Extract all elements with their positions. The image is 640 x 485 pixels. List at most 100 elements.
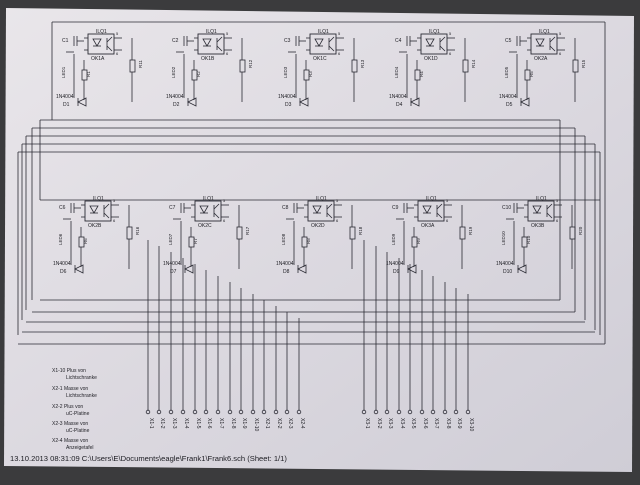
diode-label: D1 [63,102,70,108]
legend-line-5a: X2-4 Masse von [52,438,88,444]
pin-number: 5 [556,198,559,203]
led-label: LED6 [58,233,63,245]
connector-label: X3-6 [422,418,428,429]
optocoupler-part-label: OK2A [534,56,548,62]
ic-label: ILQ1 [426,196,437,202]
legend-line-3a: X2-2 Plus von [52,404,83,410]
diode-part-label: 1N4004 [386,261,404,267]
optocoupler-led-symbol [202,38,212,47]
optocoupler-body [194,200,222,222]
connector-label: X1-8 [230,418,236,429]
resistor-body [569,226,576,240]
diode-symbol [407,264,417,274]
resistor-label: R18 [358,226,363,235]
connector-pin [296,409,302,415]
connector-label: X3-4 [399,418,405,429]
capacitor-label: C9 [392,205,399,211]
transistor-emitter [439,45,446,52]
diode-symbol [297,264,307,274]
ic-label: ILQ1 [539,29,550,35]
resistor-body [78,236,85,248]
diode-part-label: 1N4004 [278,94,296,100]
diode-part-label: 1N4004 [499,94,517,100]
resistor-label: R20 [578,226,583,235]
connector-label: X1-1 [148,418,154,429]
connector-pin [373,409,379,415]
pin-number: 5 [113,198,116,203]
connector-label: X1-5 [195,418,201,429]
resistor-body [191,69,198,81]
led-label: LED1 [61,66,66,78]
legend-line-4b: uC-Platine [66,428,90,434]
resistor-label: R13 [360,59,365,68]
legend-block: X1-10 Plus von Lichtschranke X2-1 Masse … [52,368,97,451]
resistor-label: R6 [83,238,88,244]
legend-line-2a: X2-1 Masse von [52,386,88,392]
pin-number: 5 [446,198,449,203]
connector-pin [180,409,186,415]
optocoupler-body [197,33,225,55]
transistor-collector [103,203,110,210]
connector-pin [168,409,174,415]
optocoupler-body [527,200,555,222]
transistor-emitter [213,212,220,219]
connector-label: X3-8 [445,418,451,429]
resistor-label: R8 [306,238,311,244]
connector-label: X3-7 [433,418,439,429]
diode-symbol [517,264,527,274]
sheet-footer: 13.10.2013 08:31:09 C:\Users\E\Documents… [10,454,287,463]
pin-number: 6 [226,51,229,56]
legend-line-2b: Lichtschranke [66,393,97,399]
connector-label: X1-7 [218,418,224,429]
resistor-label: R9 [416,238,421,244]
connector-pin [192,409,198,415]
resistor-body [524,69,531,81]
transistor-collector [436,203,443,210]
resistor-body [81,69,88,81]
diode-label: D5 [506,102,513,108]
optocoupler-led-symbol [535,38,545,47]
pin-number: 6 [336,218,339,223]
connector-pin [384,409,390,415]
pin-number: 6 [338,51,341,56]
transistor-collector [549,36,556,43]
transistor-collector [106,36,113,43]
optocoupler-body [309,33,337,55]
optocoupler-body [420,33,448,55]
pin-number: 6 [449,51,452,56]
connector-pin [261,409,267,415]
pin-number: 6 [116,51,119,56]
connector-pin [227,409,233,415]
transistor-collector [213,203,220,210]
pin-number: 6 [113,218,116,223]
diode-part-label: 1N4004 [56,94,74,100]
connector-label: X2-1 [264,418,270,429]
connector-pin [465,409,471,415]
optocoupler-part-label: OK2C [198,223,212,229]
diode-part-label: 1N4004 [276,261,294,267]
resistor-body [236,226,243,240]
led-label: LED2 [171,66,176,78]
connector-pin [407,409,413,415]
diode-symbol [520,97,530,107]
resistor-label: R10 [526,235,531,244]
optocoupler-led-symbol [92,38,102,47]
optocoupler-body [417,200,445,222]
connector-pin [442,409,448,415]
ic-label: ILQ1 [96,29,107,35]
connector-label: X3-5 [410,418,416,429]
optocoupler-led-symbol [312,205,322,214]
pin-number: 5 [116,31,119,36]
diode-label: D3 [285,102,292,108]
transistor-emitter [103,212,110,219]
transistor-emitter [436,212,443,219]
connector-label: X3-1 [364,418,370,429]
diode-label: D8 [283,269,290,275]
transistor-emitter [546,212,553,219]
